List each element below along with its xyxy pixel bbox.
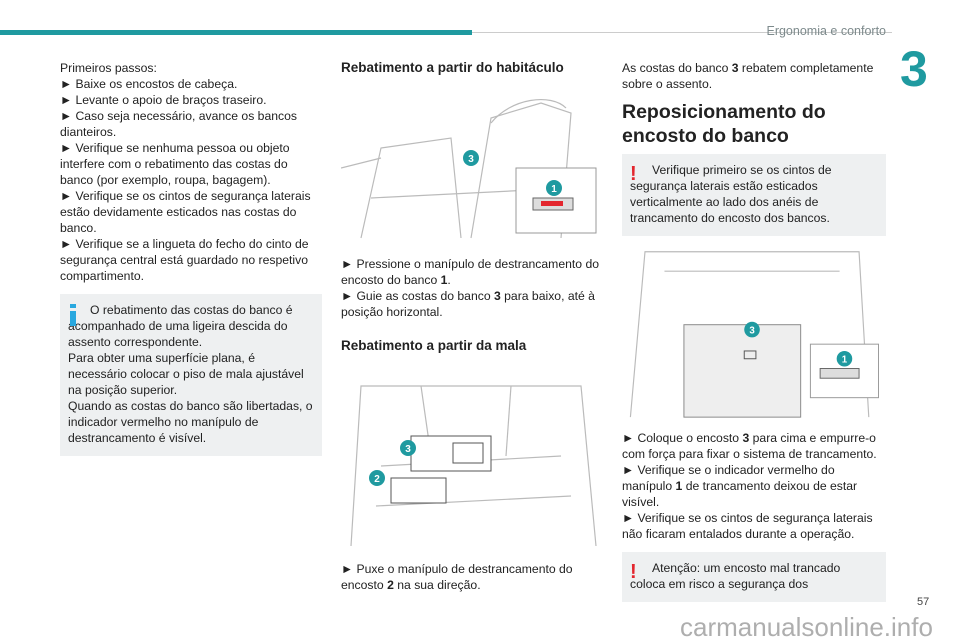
- heading-trunk: Rebatimento a partir da mala: [341, 338, 527, 353]
- ref-number: 3: [493, 289, 501, 303]
- header-accent-bar: [0, 30, 472, 35]
- step-text: para cima e empurre-o com força para fix…: [622, 431, 877, 461]
- info-text: Quando as costas do banco são libertadas…: [68, 399, 313, 445]
- ref-number: 3: [742, 431, 750, 445]
- text-line: ► Verifique se a lingueta do fecho do ci…: [60, 237, 309, 283]
- step-text: na sua direção.: [393, 578, 481, 592]
- header-rule: [472, 32, 892, 33]
- column-left: Primeiros passos: ► Baixe os encostos de…: [60, 60, 322, 456]
- ref-number: 1: [675, 479, 683, 493]
- text-line: ► Baixe os encostos de cabeça.: [60, 77, 238, 91]
- step-text: de trancamento deixou de estar visível.: [622, 479, 858, 509]
- step-text: ► Pressione o manípulo de destrancamento…: [341, 257, 599, 287]
- step-text: ► Coloque o encosto: [622, 431, 743, 445]
- watermark: carmanualsonline.info: [680, 612, 933, 642]
- warning-icon: !: [630, 163, 637, 185]
- section-heading: Reposicionamento do encosto do banco: [622, 101, 826, 147]
- info-text: O rebatimento das costas do banco é acom…: [68, 303, 293, 349]
- heading-cabin: Rebatimento a partir do habitáculo: [341, 60, 564, 75]
- seat-fold-trunk-illustration: 3 2: [350, 385, 597, 547]
- callout-badge: 2: [374, 474, 380, 485]
- warning-text: Atenção: um encosto mal trancado coloca …: [630, 561, 841, 591]
- intro-text: As costas do banco: [622, 61, 732, 75]
- ref-number: 1: [440, 273, 448, 287]
- warning-box: ! Atenção: um encosto mal trancado coloc…: [622, 552, 886, 602]
- info-icon: [70, 304, 76, 326]
- text-line: Primeiros passos:: [60, 61, 157, 75]
- step-text: ► Verifique se os cintos de segurança la…: [622, 511, 873, 541]
- text-line: ► Verifique se nenhuma pessoa ou objeto …: [60, 141, 290, 187]
- callout-badge: 3: [749, 325, 755, 336]
- info-text: Para obter uma superfície plana, é neces…: [68, 351, 304, 397]
- warning-text: Verifique primeiro se os cintos de segur…: [630, 163, 832, 225]
- intro-text: rebatem completamente sobre o assento.: [622, 61, 874, 91]
- chapter-number: 3: [900, 41, 928, 97]
- callout-badge: 1: [842, 355, 848, 366]
- callout-badge: 3: [468, 154, 474, 165]
- step-text: .: [447, 273, 451, 287]
- column-middle: Rebatimento a partir do habitáculo 3 1 ►…: [341, 60, 603, 593]
- step-text: ► Guie as costas do banco: [341, 289, 494, 303]
- info-box: O rebatimento das costas do banco é acom…: [60, 294, 322, 456]
- section-title: Ergonomia e conforto: [766, 24, 886, 38]
- page-number: 57: [917, 596, 930, 608]
- text-line: ► Caso seja necessário, avance os bancos…: [60, 109, 297, 139]
- text-line: ► Verifique se os cintos de segurança la…: [60, 189, 311, 235]
- warning-box: ! Verifique primeiro se os cintos de seg…: [622, 154, 886, 236]
- callout-badge: 1: [551, 184, 557, 195]
- column-right: As costas do banco 3 rebatem completamen…: [622, 60, 886, 602]
- step-text: ► Verifique se o indicador vermelho do m…: [622, 463, 835, 493]
- seat-reposition-illustration: 3 1: [629, 251, 879, 418]
- ref-number: 2: [387, 578, 394, 592]
- text-line: ► Levante o apoio de braços traseiro.: [60, 93, 267, 107]
- step-text: ► Puxe o manípulo de destrancamento do e…: [341, 562, 573, 592]
- seat-fold-cabin-illustration: 3 1: [341, 99, 597, 239]
- warning-icon: !: [630, 561, 637, 583]
- ref-number: 3: [731, 61, 739, 75]
- callout-badge: 3: [405, 444, 411, 455]
- step-text: para baixo, até à posição horizontal.: [341, 289, 595, 319]
